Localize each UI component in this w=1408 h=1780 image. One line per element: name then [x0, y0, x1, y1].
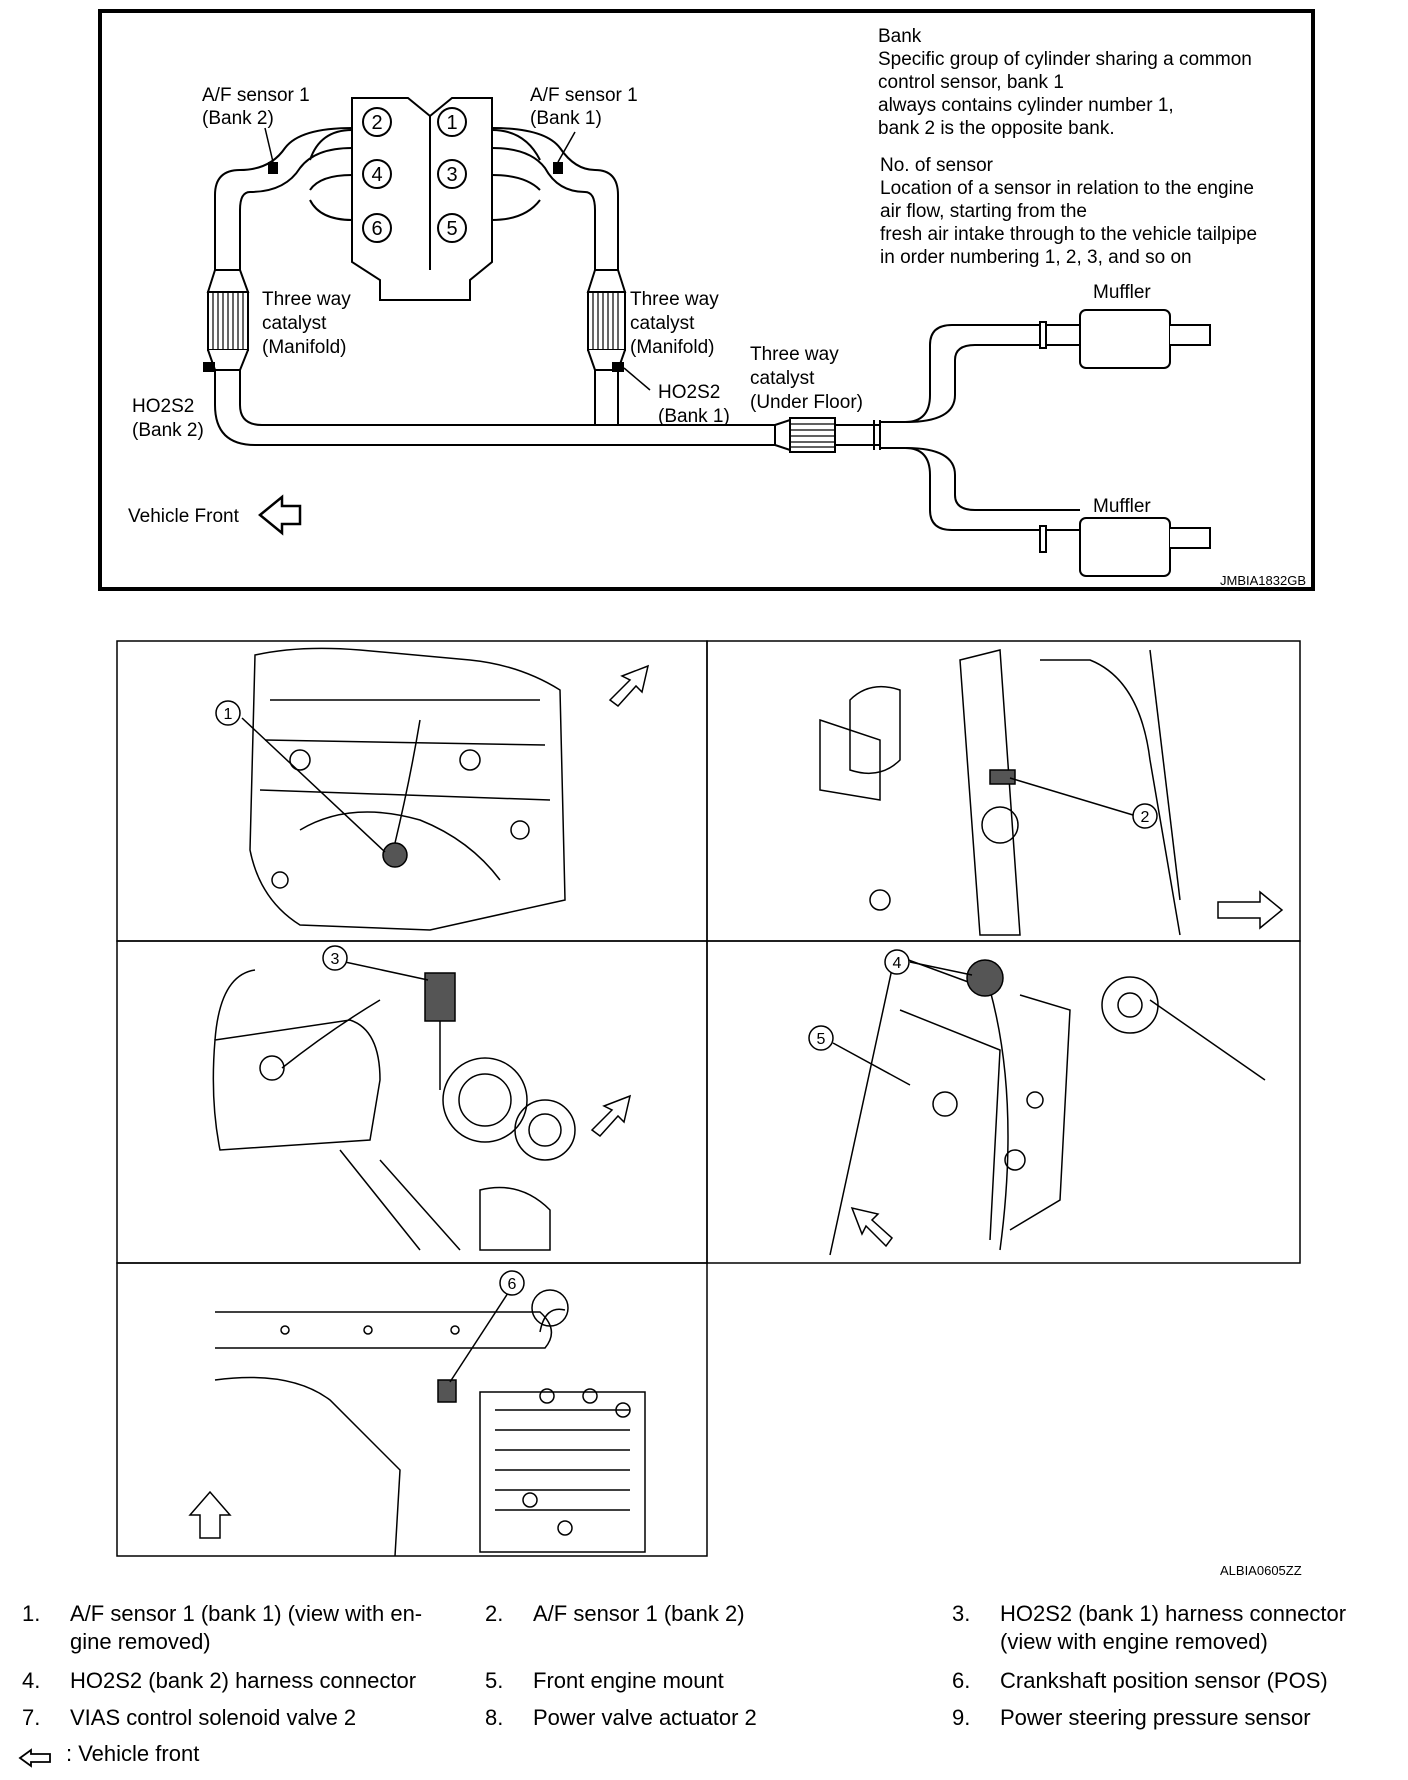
- cylinder-4: 4: [371, 164, 382, 186]
- af-sensor-bank2-marker: [268, 162, 278, 174]
- bank-note-line: always contains cylinder number 1,: [878, 95, 1174, 116]
- callout-6: 6: [499, 1270, 525, 1296]
- catalyst-under-label-3: (Under Floor): [750, 392, 863, 413]
- cylinder-6: 6: [371, 218, 382, 240]
- exhaust-system-diagram: 2 1 4 3 6 5: [98, 9, 1315, 591]
- svg-text:1: 1: [224, 706, 233, 723]
- manifold-catalyst-bank2: [206, 269, 250, 371]
- ho2s2-bank1-sublabel: (Bank 1): [658, 406, 730, 427]
- catalyst-left-label-2: catalyst: [262, 313, 327, 334]
- callout-5: 5: [808, 1025, 834, 1051]
- catalyst-right-label-2: catalyst: [630, 313, 695, 334]
- catalyst-right-label-3: (Manifold): [630, 337, 714, 358]
- cylinder-5: 5: [446, 218, 457, 240]
- muffler-bottom-label: Muffler: [1093, 496, 1151, 517]
- bank-note-line: bank 2 is the opposite bank.: [878, 118, 1115, 139]
- af-sensor-bank1-marker: [553, 162, 563, 174]
- bank-note-heading: Bank: [878, 26, 922, 47]
- muffler-top: [1039, 309, 1211, 369]
- illustration-code: ALBIA0605ZZ: [1220, 1563, 1302, 1578]
- sensor-note-line: in order numbering 1, 2, 3, and so on: [880, 247, 1192, 268]
- catalyst-under-label-1: Three way: [750, 344, 839, 365]
- af-sensor-bank1-sublabel: (Bank 1): [530, 108, 602, 129]
- muffler-bottom: [1039, 517, 1211, 577]
- manifold-catalyst-bank1: [586, 269, 627, 371]
- panel-af-sensor-bank2: [819, 649, 1284, 936]
- callout-4: 4: [884, 949, 910, 975]
- cylinder-1: 1: [446, 112, 457, 134]
- sensor-note-line: air flow, starting from the: [880, 201, 1087, 222]
- svg-text:4: 4: [893, 955, 902, 972]
- ho2s2-bank1-label: HO2S2: [658, 382, 720, 403]
- ho2s2-bank2-sublabel: (Bank 2): [132, 420, 204, 441]
- svg-text:2: 2: [1141, 809, 1150, 826]
- svg-text:5: 5: [817, 1031, 826, 1048]
- af-sensor-bank2-sublabel: (Bank 2): [202, 108, 274, 129]
- bank-note-line: Specific group of cylinder sharing a com…: [878, 49, 1252, 70]
- catalyst-left-label-1: Three way: [262, 289, 351, 310]
- cylinder-2: 2: [371, 112, 382, 134]
- panel-ho2s2-bank2-connector: [829, 953, 1266, 1256]
- svg-text:6: 6: [508, 1276, 517, 1293]
- catalyst-under-label-2: catalyst: [750, 368, 815, 389]
- panel-crankshaft-position-sensor: [188, 1289, 646, 1557]
- sensor-note-line: fresh air intake through to the vehicle …: [880, 224, 1257, 245]
- muffler-top-label: Muffler: [1093, 282, 1151, 303]
- panel-af-sensor-bank1: [241, 647, 650, 931]
- vehicle-front-arrow-icon: [18, 1748, 51, 1768]
- af-sensor-bank2-label: A/F sensor 1: [202, 85, 310, 106]
- callout-2: 2: [1132, 803, 1158, 829]
- ho2s2-bank2-marker: [203, 362, 215, 372]
- panel-ho2s2-bank1-connector: [212, 961, 632, 1251]
- diagram-code: JMBIA1832GB: [1220, 573, 1306, 588]
- svg-text:3: 3: [331, 951, 340, 968]
- engine-block: [309, 97, 541, 301]
- cylinder-markers: 2 1 4 3 6 5: [362, 107, 467, 243]
- sensor-location-illustrations: 1 2 3: [116, 640, 1302, 1578]
- ho2s2-bank1-marker: [612, 362, 624, 372]
- callout-3: 3: [322, 945, 348, 971]
- callout-1: 1: [215, 700, 241, 726]
- sensor-note-line: Location of a sensor in relation to the …: [880, 178, 1254, 199]
- ho2s2-bank2-label: HO2S2: [132, 396, 194, 417]
- vehicle-front-arrow: [258, 494, 302, 536]
- vehicle-front-label: Vehicle Front: [128, 506, 240, 527]
- underfloor-catalyst: [774, 417, 836, 453]
- catalyst-left-label-3: (Manifold): [262, 337, 346, 358]
- exhaust-pipes: [214, 127, 1080, 531]
- bank-note-line: control sensor, bank 1: [878, 72, 1064, 93]
- cylinder-3: 3: [446, 164, 457, 186]
- sensor-note-heading: No. of sensor: [880, 155, 994, 176]
- af-sensor-bank1-label: A/F sensor 1: [530, 85, 638, 106]
- catalyst-right-label-1: Three way: [630, 289, 719, 310]
